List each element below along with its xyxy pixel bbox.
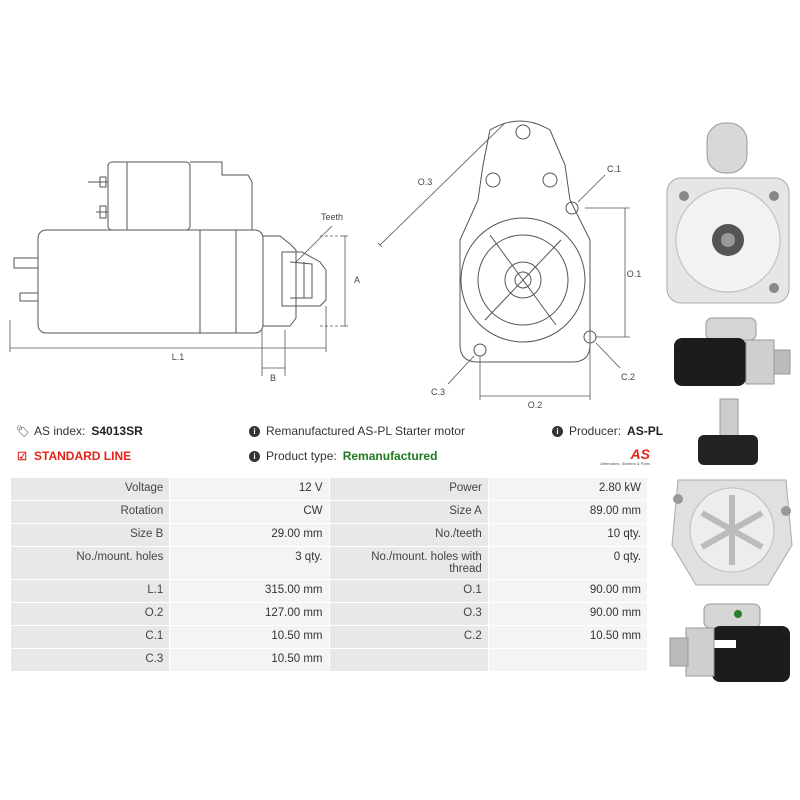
producer-value: AS-PL: [627, 424, 664, 438]
label-l1: L.1: [172, 352, 185, 362]
photo-side-2: [664, 598, 796, 688]
description-text: Remanufactured AS-PL Starter motor: [266, 424, 465, 438]
side-view-drawing: L.1 A B Teeth: [9, 161, 360, 383]
product-type-label: Product type:: [266, 449, 337, 463]
as-logo: AS Alternators, Starters & Parts: [594, 447, 650, 471]
producer-label: Producer:: [569, 424, 622, 438]
label-c2: C.2: [621, 372, 635, 382]
spec-key-cell: Size A: [328, 500, 489, 524]
flange-outline: [459, 120, 591, 363]
label-a: A: [354, 275, 360, 285]
front-view-drawing: O.3 C.1 O.1 C.3 C.2 O.2: [377, 120, 642, 410]
spec-key-cell: No./mount. holes with thread: [328, 546, 489, 580]
spec-key-cell: No./teeth: [328, 523, 489, 547]
product-type-row: i Product type: Remanufactured: [249, 449, 437, 463]
spec-value-cell: 315.00 mm: [169, 579, 330, 603]
check-square-icon: ☑: [17, 450, 27, 463]
spec-key-cell: C.2: [328, 625, 489, 649]
spec-value-cell: 90.00 mm: [487, 579, 649, 603]
label-o2: O.2: [528, 400, 543, 410]
solenoid-outline: [107, 161, 191, 231]
photo-rear: [668, 395, 796, 595]
label-c1: C.1: [607, 164, 621, 174]
spec-key-cell: No./mount. holes: [9, 546, 171, 580]
as-logo-text: AS: [630, 446, 650, 462]
spec-value-cell: 90.00 mm: [487, 602, 649, 626]
spec-value-cell: 10.50 mm: [169, 648, 330, 672]
label-c3: C.3: [431, 387, 445, 397]
spec-key-cell: C.1: [9, 625, 171, 649]
spec-key-cell: [328, 648, 489, 672]
standard-line-row: ☑ STANDARD LINE: [16, 449, 131, 463]
tag-icon: 🏷: [16, 425, 30, 438]
spec-key-cell: O.2: [9, 602, 171, 626]
spec-value-cell: [487, 648, 649, 672]
spec-value-cell: 10.50 mm: [487, 625, 649, 649]
info-icon: i: [249, 450, 260, 462]
spec-value-cell: 127.00 mm: [169, 602, 330, 626]
spec-key-cell: O.1: [328, 579, 489, 603]
label-b: B: [270, 373, 276, 383]
spec-key-cell: L.1: [9, 579, 171, 603]
spec-key-cell: Power: [328, 477, 489, 501]
spec-key-cell: C.3: [9, 648, 171, 672]
spec-key-cell: Size B: [9, 523, 171, 547]
label-o1: O.1: [627, 269, 642, 279]
spec-value-cell: 2.80 kW: [487, 477, 649, 501]
info-icon: i: [552, 425, 563, 437]
as-index-value: S4013SR: [91, 424, 143, 438]
photo-front-flange: [662, 118, 794, 308]
label-o3: O.3: [418, 177, 433, 187]
spec-value-cell: 29.00 mm: [169, 523, 330, 547]
standard-line-text: STANDARD LINE: [34, 449, 132, 463]
spec-key-cell: Rotation: [9, 500, 171, 524]
info-icon: i: [249, 425, 260, 437]
spec-key-cell: Voltage: [9, 477, 171, 501]
spec-value-cell: 0 qty.: [487, 546, 649, 580]
photo-side-1: [666, 312, 796, 392]
spec-value-cell: 3 qty.: [169, 546, 330, 580]
as-logo-sub: Alternators, Starters & Parts: [600, 461, 650, 466]
spec-value-cell: 10.50 mm: [169, 625, 330, 649]
spec-value-cell: 89.00 mm: [487, 500, 649, 524]
description-row: i Remanufactured AS-PL Starter motor: [249, 424, 465, 438]
spec-key-cell: O.3: [328, 602, 489, 626]
product-type-value: Remanufactured: [342, 449, 438, 463]
label-teeth: Teeth: [321, 212, 343, 222]
motor-body-outline: [37, 229, 264, 334]
spec-value-cell: 12 V: [169, 477, 330, 501]
as-index: 🏷 AS index: S4013SR: [16, 424, 143, 438]
as-index-label: AS index:: [34, 424, 86, 438]
spec-value-cell: CW: [169, 500, 330, 524]
spec-value-cell: 10 qty.: [487, 523, 649, 547]
producer-row: i Producer: AS-PL: [552, 424, 663, 438]
